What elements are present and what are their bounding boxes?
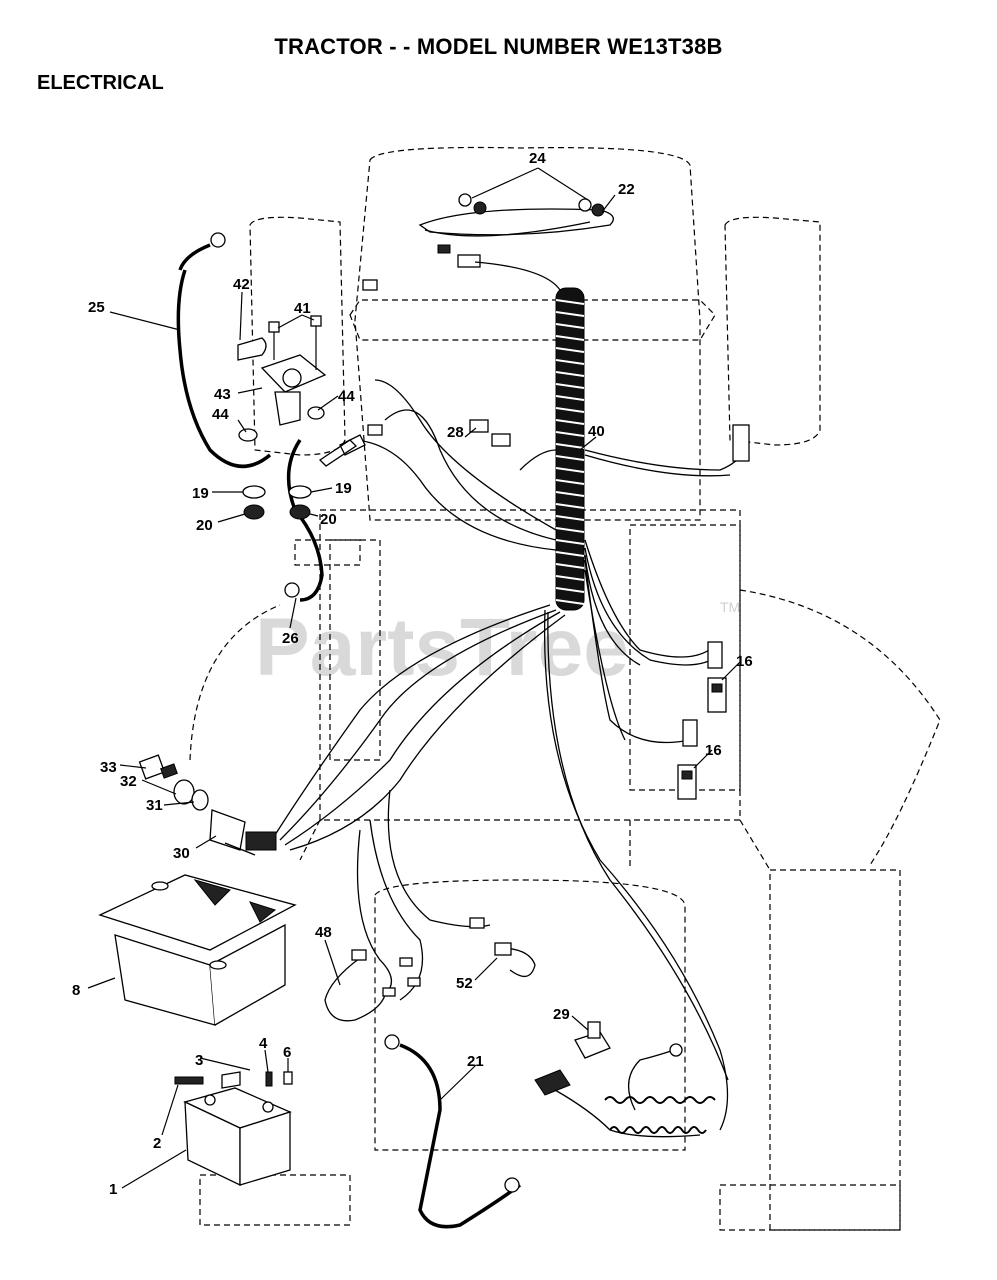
- callout-30: 30: [173, 845, 190, 862]
- main-harness: [274, 279, 750, 1131]
- switch-29: [534, 1021, 716, 1138]
- callout-1: 1: [109, 1181, 117, 1198]
- callout-16-bottom: 16: [705, 742, 722, 759]
- callout-6: 6: [283, 1044, 291, 1061]
- callout-19-right: 19: [335, 480, 352, 497]
- callout-42: 42: [233, 276, 250, 293]
- callout-40: 40: [588, 423, 605, 440]
- callout-20-right: 20: [320, 511, 337, 528]
- watermark-tm: TM: [720, 599, 740, 615]
- callout-21: 22: [618, 181, 635, 198]
- section-title: ELECTRICAL: [37, 72, 164, 94]
- callout-28: 21: [467, 1053, 484, 1070]
- tractor-outline: [189, 146, 941, 1231]
- ignition-switch: [138, 754, 277, 856]
- coiled-harness: [555, 287, 585, 611]
- callout-31: 31: [146, 797, 163, 814]
- callout-20-left: 20: [196, 517, 213, 534]
- headlight-harness: [418, 193, 614, 396]
- callout-3: 3: [195, 1052, 203, 1069]
- callout-25: 26: [282, 630, 299, 647]
- callout-33: 33: [100, 759, 117, 776]
- callout-labels: 24 22 25 42 41 43 44 44 19 19 20 20 26 2…: [72, 150, 753, 1198]
- battery: [174, 1071, 293, 1187]
- switch-52: [494, 942, 536, 977]
- callout-16-top: 16: [736, 653, 753, 670]
- callout-44-left: 44: [212, 406, 229, 423]
- callout-2: 2: [153, 1135, 161, 1152]
- callout-4: 4: [259, 1035, 268, 1052]
- cable-28: [384, 1034, 522, 1229]
- page-title: TRACTOR - - MODEL NUMBER WE13T38B: [274, 34, 723, 59]
- callout-24: 25: [88, 299, 105, 316]
- callout-19-left: 19: [192, 485, 209, 502]
- watermark: PartsTree: [255, 602, 629, 693]
- callout-48: 48: [315, 924, 332, 941]
- switch-48: [324, 949, 396, 1022]
- solenoid-assembly: [176, 232, 358, 602]
- callout-44-right: 44: [338, 388, 355, 405]
- callout-32: 32: [120, 773, 137, 790]
- leader-lines: [87, 167, 741, 1189]
- connector-16: [677, 677, 727, 800]
- callout-29: 29: [553, 1006, 570, 1023]
- callout-41: 41: [294, 300, 311, 317]
- callout-8: 8: [72, 982, 80, 999]
- battery-box: [98, 874, 297, 1026]
- callout-52: 52: [456, 975, 473, 992]
- callout-26: 28: [447, 424, 464, 441]
- callout-43: 43: [214, 386, 231, 403]
- callout-22: 24: [529, 150, 546, 167]
